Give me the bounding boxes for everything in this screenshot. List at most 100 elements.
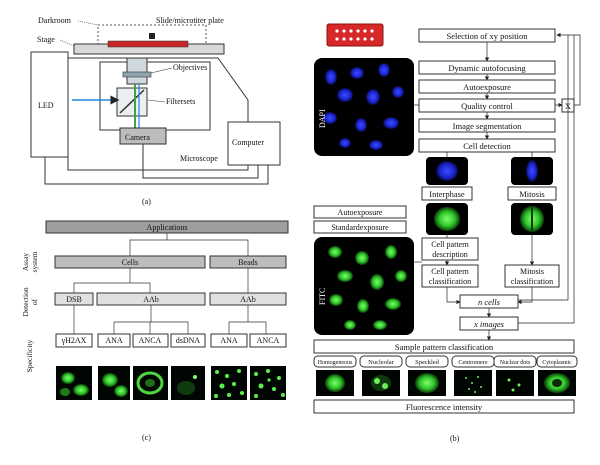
pattern-tag [536,355,578,368]
panel-c-applications: Applications Cells Beads DSB AAb AAb γH2… [21,220,289,442]
interphase-label: Interphase [429,189,465,199]
darkroom-label: Darkroom [38,16,72,25]
spec-label: γH2AX [61,336,87,345]
tree-cells-split [73,282,151,293]
spec-image-h2ax [56,366,92,400]
computer-label: Computer [232,138,264,147]
dsb-label: DSB [66,295,82,304]
tree-aab-split-2 [150,321,189,334]
spec-box [132,333,169,348]
slide-label: Slide/microtiter plate [156,16,224,25]
pattern-class-box [421,264,479,288]
autofocus-label: Dynamic autofocusing [448,63,526,73]
ncells-label: n cells [478,297,501,307]
objective [126,57,148,85]
pattern-desc-box [421,237,479,261]
quality-label: Quality control [461,101,513,111]
spec-box [249,333,287,348]
applications-label: Applications [147,223,188,232]
pattern-tag-label: Centromere [458,359,487,366]
objectives-leader [150,67,173,74]
fluorescence-box [313,399,575,414]
fluorescence-label: Fluorescence intensity [406,402,483,412]
led-label: LED [38,101,54,110]
pattern-image-nuclear-dots [496,370,534,396]
spec-box [55,333,93,348]
sample-pattern-box [313,339,575,354]
spec-label: ANCA [257,336,280,345]
cable-2 [44,157,269,185]
pattern-desc-label-1: Cell pattern [431,240,469,249]
panel-a-microscope: Darkroom Slide/microtiter plate Stage Ob… [30,16,281,206]
tree-aab-beads-split [228,321,267,334]
spec-label: ANA [220,336,238,345]
darkroom-leader [77,20,99,26]
pattern-class-label-2: classification [429,277,471,286]
standardexposure-label: Standardexposure [331,223,389,232]
objectives-label: Objectives [173,63,207,72]
mitosis-label: Mitosis [519,189,545,199]
autoexposure2-box [313,205,407,219]
flow-to-ncells-left [446,287,461,305]
tree-apps-split [129,239,249,244]
spec-box [210,333,248,348]
pattern-tag-label: Nucleolar [368,359,394,366]
mitosis-class-label-1: Mitosis [520,267,544,276]
sample-pattern-label: Sample pattern classification [395,342,494,352]
flow-to-ncells-right [517,287,533,305]
autoexposure2-label: Autoexposure [338,208,383,217]
row-label-assay: Assay [21,253,30,272]
specificity-images [56,366,286,400]
beads-label: Beads [238,258,258,267]
cells-label: Cells [122,258,138,267]
pattern-tag-label: Homogeneous [318,360,353,366]
panel-c-label: (c) [142,433,151,442]
flow-loop-x [556,32,581,106]
computer-box [227,121,281,166]
panel-b-label: (b) [450,434,460,443]
flow-ncells-loop [518,35,569,301]
dapi-image [314,58,414,156]
tree-aab-split [113,321,151,334]
slide-knob [149,33,155,39]
mitosis-box [507,186,557,201]
row-label-detection: Detection [21,287,30,316]
spec-box [97,333,131,348]
spec-label: dsDNA [176,336,201,345]
aab-cells-label: AAb [143,295,159,304]
mitosis-class-label-2: classification [511,277,553,286]
pattern-tag-label: Speckled [415,359,440,366]
fitc-image [314,237,414,335]
spec-label: ANCA [139,336,162,345]
pattern-desc-label-2: description [432,250,468,259]
row-label-of: of [30,298,39,305]
slide-plate [107,40,189,48]
autoexposure-label: Autoexposure [463,82,511,92]
filtersets-leader [147,99,166,103]
panel-b-workflow: DAPI Autoexposure Standardexposure FITC … [313,23,581,443]
led-box [30,51,69,158]
selection-label: Selection of xy position [447,31,529,41]
aab-beads-label: AAb [240,295,256,304]
pattern-tag [493,355,537,368]
objective-lens [122,71,152,78]
dapi-label: DAPI [318,109,327,128]
pattern-tag-label: Nuclear dots [500,360,531,366]
row-label-system: system [30,251,39,272]
microscope-label: Microscope [180,154,218,163]
slide-icon [326,23,384,47]
stage-leader [59,39,75,47]
filtersets-label: Filtersets [166,97,195,106]
pattern-class-label-1: Cell pattern [431,267,469,276]
pattern-tag-label: Cytoplasmic [542,360,572,366]
pattern-images [316,370,576,396]
segmentation-label: Image segmentation [453,121,522,131]
pattern-tags: Homogeneous Nucleolar Speckled Centromer… [313,355,578,368]
dichroic-mirror [119,89,145,114]
spec-box [170,333,206,348]
fitc-label: FITC [318,288,327,305]
pattern-tag [359,355,403,368]
interphase-box [421,186,473,201]
panel-a-label: (a) [142,197,151,206]
dapi-cells [323,63,404,150]
